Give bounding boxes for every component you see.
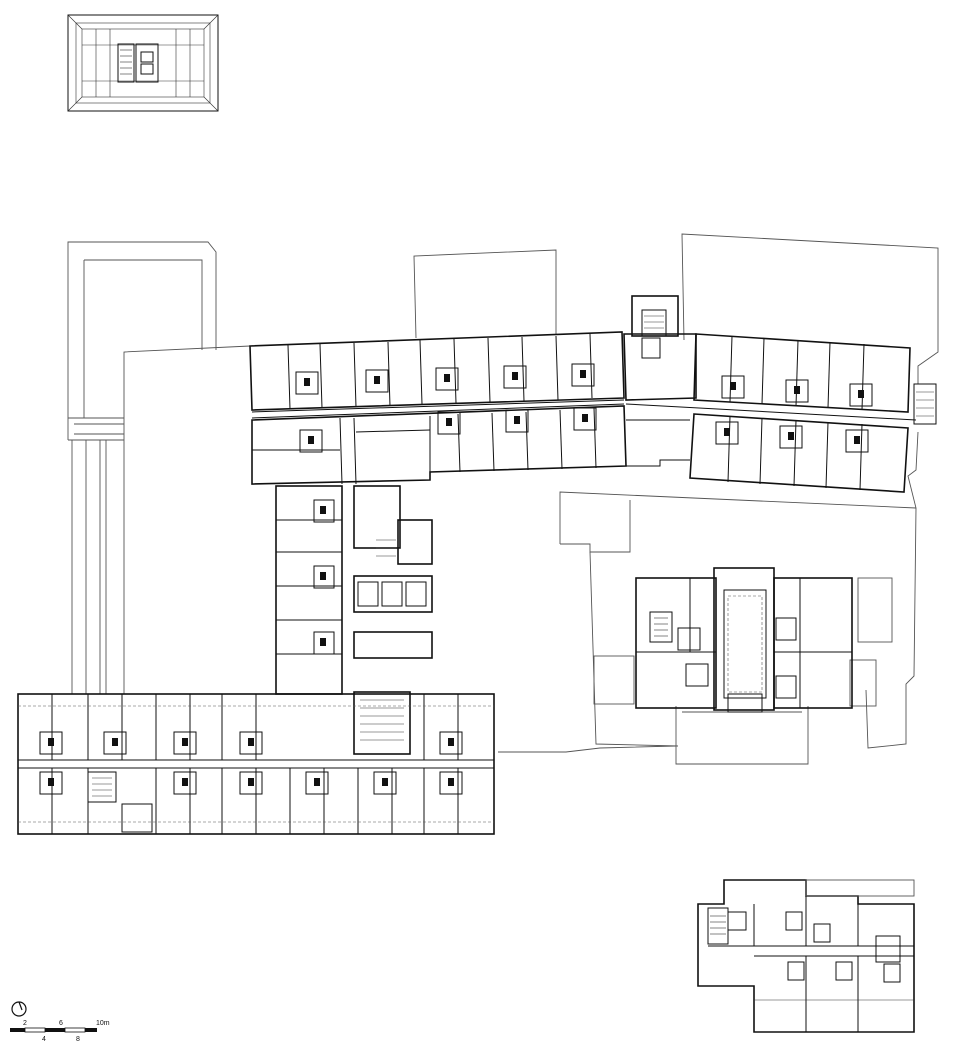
scale-tick-4: 4	[42, 1036, 46, 1043]
scale-bar: 2 6 10m 4 8	[10, 1020, 110, 1043]
central-wing	[275, 485, 433, 755]
east-block	[635, 567, 853, 713]
scale-tick-2: 2	[23, 1020, 27, 1027]
north-arrow-icon	[11, 1001, 27, 1017]
scale-tick-6: 6	[59, 1020, 63, 1027]
site-outlines	[67, 233, 939, 765]
south-wing	[17, 693, 495, 835]
north-wing	[249, 331, 627, 485]
northeast-wing	[623, 295, 937, 493]
key-plan-top	[67, 14, 219, 112]
scale-tick-10m: 10m	[96, 1020, 110, 1027]
scale-tick-8: 8	[76, 1036, 80, 1043]
key-plan-bottom	[697, 879, 915, 1033]
